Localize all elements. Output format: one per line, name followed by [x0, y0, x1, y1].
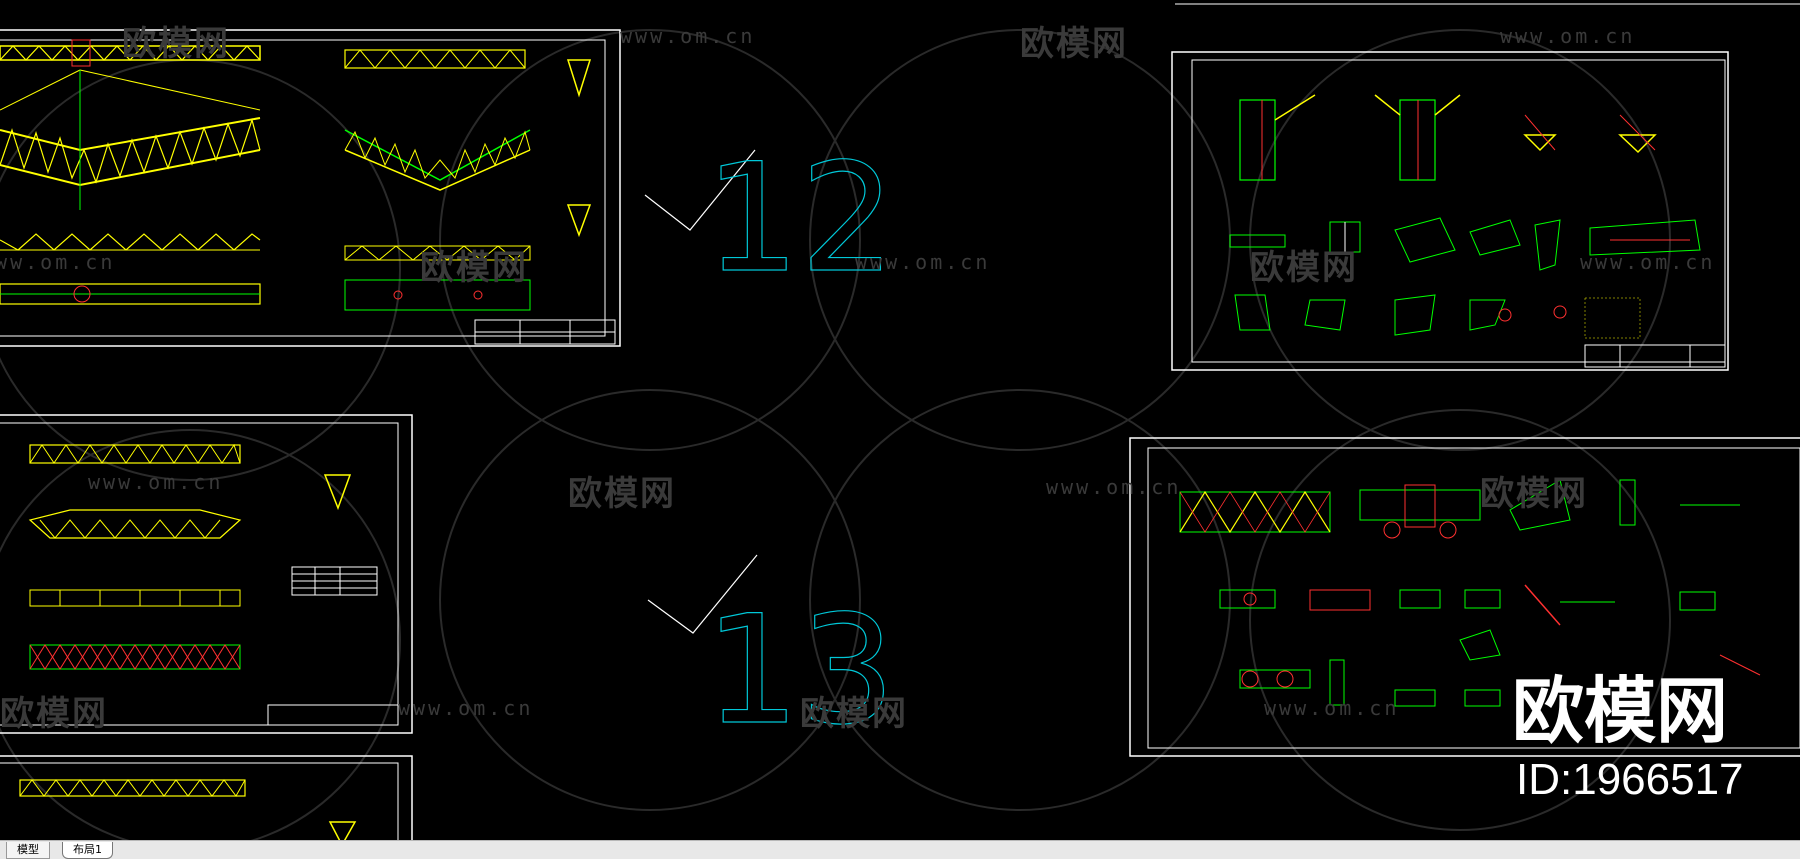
watermark-url: www.om.cn [1046, 475, 1182, 499]
watermark-brand: 欧模网 [122, 24, 230, 64]
watermark-url: www.om.cn [620, 24, 756, 48]
watermark-brand: 欧模网 [1480, 474, 1588, 514]
sheet-number-13: 13 [705, 584, 896, 758]
watermark-brand: 欧模网 [568, 474, 676, 514]
watermark-url: www.om.cn [1264, 696, 1400, 720]
cad-model-space[interactable]: 12 13 [0, 0, 1800, 840]
drawing-sheet-c[interactable] [0, 755, 413, 840]
watermark-url: www.om.cn [0, 250, 116, 274]
sheet-number-12: 12 [705, 132, 896, 306]
sheet-mark-13 [647, 554, 758, 634]
sheet-mark-12 [644, 149, 756, 231]
watermark-url: www.om.cn [1580, 250, 1716, 274]
watermark-url: www.om.cn [1500, 24, 1636, 48]
watermark-url: www.om.cn [855, 250, 991, 274]
watermark-url: www.om.cn [88, 470, 224, 494]
watermark-brand: 欧模网 [1020, 24, 1128, 64]
brand-logo: 欧模网 [1512, 669, 1729, 753]
watermark-url: www.om.cn [398, 696, 534, 720]
watermark-brand: 欧模网 [0, 694, 108, 734]
drawing-sheet-e[interactable] [1129, 437, 1800, 757]
tab-model[interactable]: 模型 [6, 842, 50, 859]
drawing-sheet-a[interactable] [0, 29, 621, 347]
drawing-sheet-b[interactable] [0, 414, 413, 734]
watermark-brand: 欧模网 [800, 694, 908, 734]
layout-tab-bar: 模型 布局1 [0, 840, 1800, 859]
watermark-brand: 欧模网 [1250, 248, 1358, 288]
tab-layout1[interactable]: 布局1 [62, 842, 113, 859]
drawing-sheet-d[interactable] [1171, 3, 1800, 371]
watermark-brand: 欧模网 [420, 248, 528, 288]
model-id-label: ID:1966517 [1516, 755, 1744, 804]
